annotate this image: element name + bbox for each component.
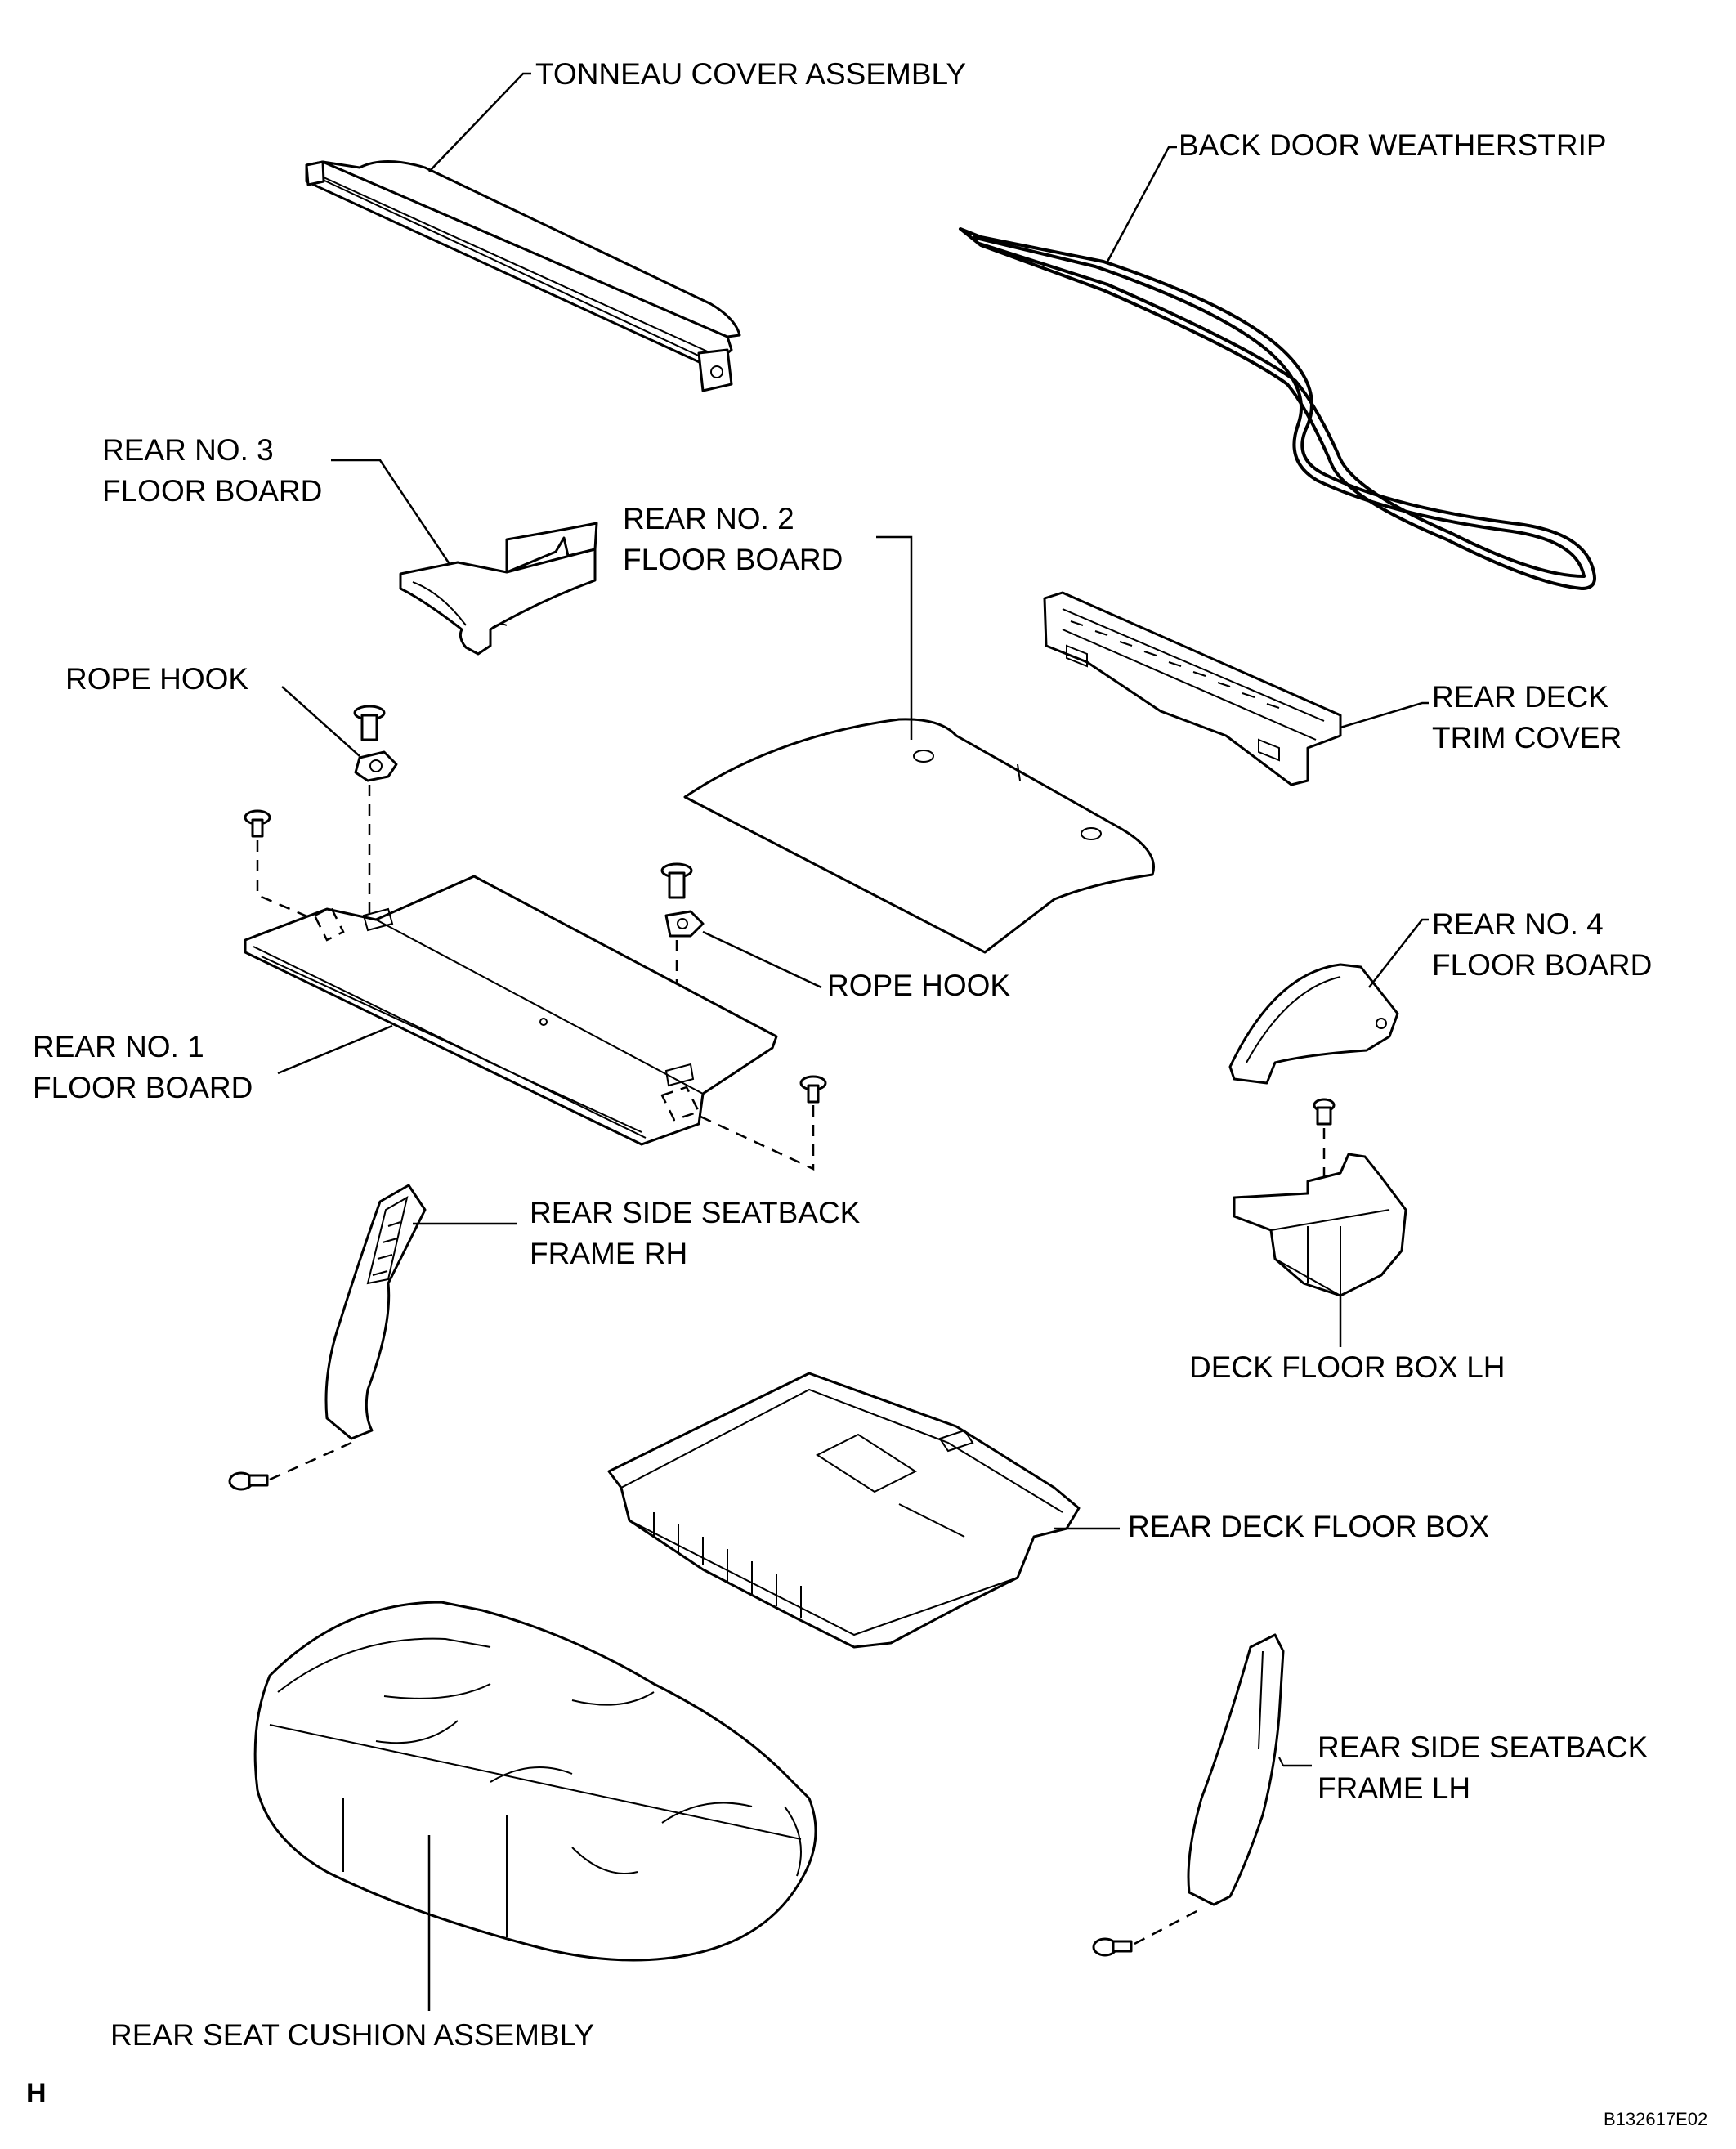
deck-floor-box-lh	[1233, 1153, 1407, 1297]
rear-no2-floor-board	[683, 718, 1155, 954]
bolt-seatback-lh	[1092, 1937, 1133, 1957]
rear-deck-trim-cover-label-l2: TRIM COVER	[1432, 721, 1622, 754]
rope-hook-right	[664, 910, 705, 938]
rear-deck-floor-box	[607, 1372, 1081, 1649]
figure-id: B132617E02	[1604, 2109, 1707, 2129]
bolt-rope-hook-left	[353, 705, 386, 741]
rear-seat-cushion-label: REAR SEAT CUSHION ASSEMBLY	[110, 2018, 594, 2052]
rear-no2-floor-board-label-l1: REAR NO. 2	[623, 502, 794, 535]
bolt-seatback-rh	[228, 1471, 269, 1491]
rear-side-seatback-lh-label-l1: REAR SIDE SEATBACK	[1318, 1730, 1649, 1764]
rope-hook-left	[354, 750, 398, 782]
rear-no3-floor-board-label-l1: REAR NO. 3	[102, 433, 274, 467]
rear-no1-floor-board-label-l1: REAR NO. 1	[33, 1030, 204, 1063]
rear-no3-floor-board-label-l2: FLOOR BOARD	[102, 474, 322, 508]
rope-hook-left-label: ROPE HOOK	[65, 662, 248, 696]
corner-code: H	[26, 2078, 47, 2109]
rope-hook-right-label: ROPE HOOK	[827, 969, 1010, 1002]
deck-floor-box-lh-label: DECK FLOOR BOX LH	[1189, 1350, 1506, 1384]
rear-no3-floor-board	[399, 522, 598, 656]
rear-deck-trim-cover	[1043, 591, 1342, 786]
rear-no1-floor-board-label-l2: FLOOR BOARD	[33, 1071, 253, 1104]
rear-side-seatback-frame-lh	[1187, 1633, 1285, 1906]
tonneau-cover-assembly	[305, 160, 741, 392]
rear-no1-floor-board	[244, 875, 778, 1146]
rear-no4-floor-board-label-l2: FLOOR BOARD	[1432, 948, 1652, 982]
clip-floor-board-right	[799, 1075, 827, 1104]
rear-side-seatback-frame-rh	[324, 1184, 427, 1440]
rear-deck-floor-box-label: REAR DECK FLOOR BOX	[1128, 1510, 1489, 1543]
back-door-weatherstrip-label: BACK DOOR WEATHERSTRIP	[1179, 128, 1607, 162]
rear-no2-floor-board-label-l2: FLOOR BOARD	[623, 543, 843, 576]
rear-side-seatback-rh-label-l1: REAR SIDE SEATBACK	[530, 1196, 861, 1229]
bolt-rope-hook-right	[660, 862, 693, 899]
rear-side-seatback-lh-label-l2: FRAME LH	[1318, 1771, 1470, 1805]
clip-deck-floor-box-lh	[1313, 1098, 1336, 1126]
rear-seat-cushion-assembly	[253, 1601, 817, 1962]
rear-side-seatback-rh-label-l2: FRAME RH	[530, 1237, 687, 1270]
rear-deck-trim-cover-label-l1: REAR DECK	[1432, 680, 1608, 714]
tonneau-cover-label: TONNEAU COVER ASSEMBLY	[535, 57, 966, 91]
clip-floor-board-left	[244, 809, 271, 838]
back-door-weatherstrip	[959, 227, 1596, 590]
rear-no4-floor-board-label-l1: REAR NO. 4	[1432, 907, 1604, 941]
rear-no4-floor-board	[1228, 963, 1399, 1085]
